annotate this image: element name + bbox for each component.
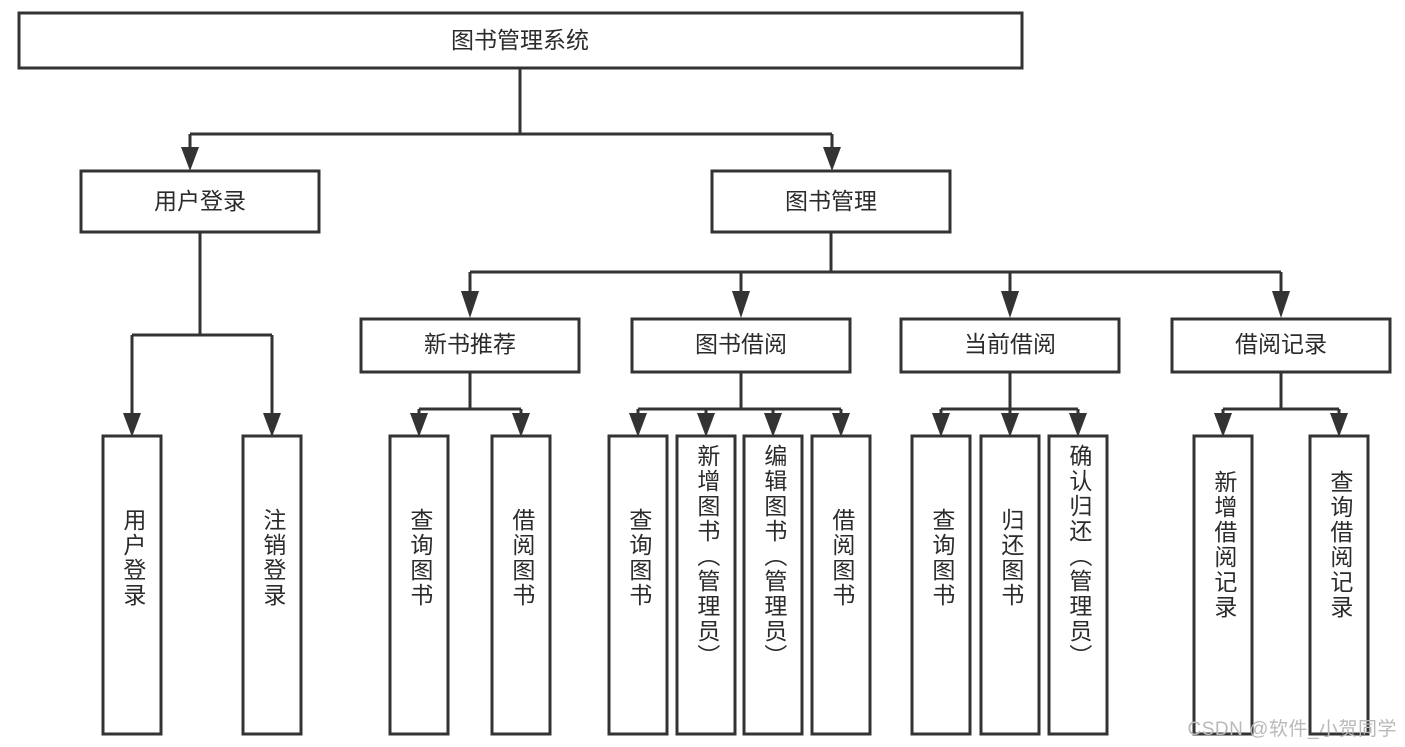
book-management-label: 图书管理	[785, 188, 877, 214]
leaf-box-add-book-admin[interactable]	[675, 434, 737, 736]
connector-new-book-recommend-to-leaves	[410, 372, 530, 437]
arrow-head-icon	[123, 413, 141, 437]
arrow-head-icon	[832, 413, 850, 437]
arrow-head-icon	[512, 413, 530, 437]
leaf-box-query-book-2[interactable]	[607, 434, 669, 736]
node-user-login[interactable]: 用户登录	[79, 169, 321, 234]
connector-current-borrow-to-leaves	[932, 372, 1087, 437]
current-borrow-box	[899, 317, 1121, 374]
leaf-box-user-login[interactable]	[101, 434, 163, 736]
arrow-head-icon	[1272, 291, 1290, 318]
arrow-head-icon	[629, 413, 647, 437]
node-borrow-record[interactable]: 借阅记录	[1170, 317, 1392, 374]
node-book-management[interactable]: 图书管理	[710, 169, 952, 234]
current-borrow-label: 当前借阅	[964, 331, 1056, 357]
user-login-label: 用户登录	[154, 188, 246, 214]
arrow-head-icon	[697, 413, 715, 437]
arrow-head-icon	[1001, 291, 1019, 318]
connector-root-to-level2	[181, 68, 841, 171]
user-login-box	[79, 169, 321, 234]
arrow-head-icon	[823, 147, 841, 171]
node-current-borrow[interactable]: 当前借阅	[899, 317, 1121, 374]
leaf-box-borrow-book-2[interactable]	[810, 434, 872, 736]
connector-user-login-to-leaves	[123, 232, 281, 437]
arrow-head-icon	[932, 413, 950, 437]
leaf-box-edit-book-admin[interactable]	[742, 434, 804, 736]
root-box	[17, 11, 1024, 70]
leaf-box-query-borrow-record[interactable]	[1308, 434, 1370, 736]
arrow-head-icon	[764, 413, 782, 437]
arrow-head-icon	[1214, 413, 1232, 437]
leaf-box-return-book[interactable]	[979, 434, 1041, 736]
borrow-record-label: 借阅记录	[1235, 331, 1327, 357]
leaf-box-query-book-3[interactable]	[910, 434, 972, 736]
leaf-box-confirm-return-admin[interactable]	[1047, 434, 1109, 736]
watermark-text: CSDN @软件_小贺同学	[1187, 719, 1397, 740]
leaf-box-add-borrow-record[interactable]	[1192, 434, 1254, 736]
arrow-head-icon	[181, 147, 199, 171]
leaf-box-borrow-book-1[interactable]	[490, 434, 552, 736]
arrow-head-icon	[461, 291, 479, 318]
root-label: 图书管理系统	[451, 27, 589, 53]
node-root[interactable]: 图书管理系统	[17, 11, 1024, 70]
connector-book-management-to-level3	[461, 232, 1290, 318]
arrow-head-icon	[732, 291, 750, 318]
arrow-head-icon	[1001, 413, 1019, 437]
connector-book-borrow-to-leaves	[629, 372, 850, 437]
book-borrow-label: 图书借阅	[695, 331, 787, 357]
arrow-head-icon	[410, 413, 428, 437]
new-book-recommend-label: 新书推荐	[424, 331, 516, 357]
new-book-recommend-box	[359, 317, 581, 374]
leaf-box-query-book-1[interactable]	[388, 434, 450, 736]
connector-borrow-record-to-leaves	[1214, 372, 1348, 437]
arrow-head-icon	[1069, 413, 1087, 437]
node-new-book-recommend[interactable]: 新书推荐	[359, 317, 581, 374]
arrow-head-icon	[263, 413, 281, 437]
node-book-borrow[interactable]: 图书借阅	[630, 317, 852, 374]
arrow-head-icon	[1330, 413, 1348, 437]
leaf-box-logout[interactable]	[241, 434, 303, 736]
